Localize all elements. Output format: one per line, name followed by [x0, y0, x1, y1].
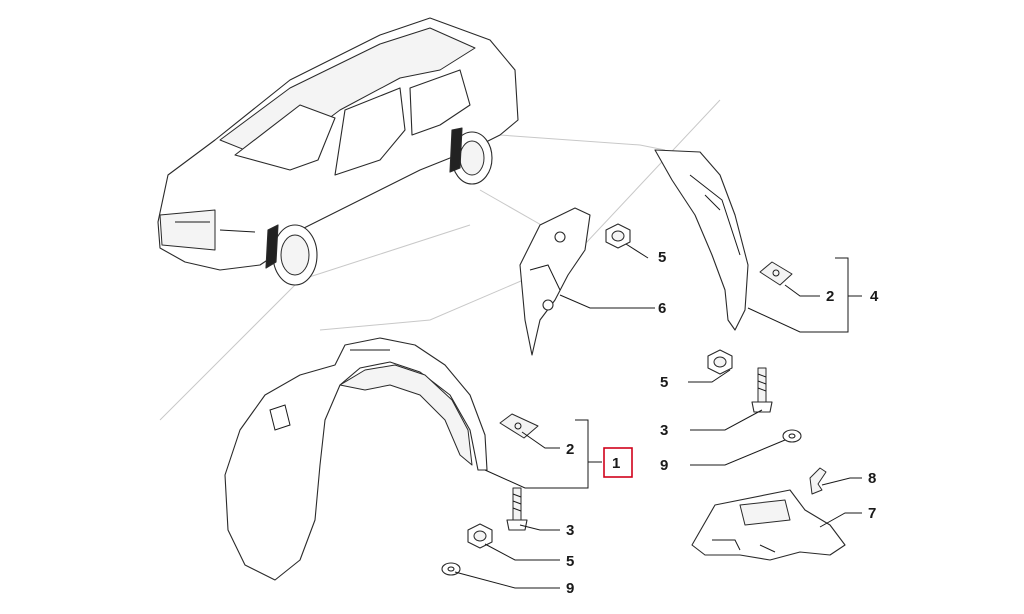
callout-5b: 5: [660, 374, 668, 391]
car-illustration: [157, 17, 519, 286]
flange-nut-5a: [605, 223, 631, 249]
washer-9a: [782, 429, 802, 443]
splash-shield-part: [691, 489, 846, 561]
washer-9b: [441, 562, 461, 576]
rear-deflector-part: [519, 207, 591, 356]
callout-8: 8: [868, 470, 876, 487]
highlight-box: [603, 447, 633, 478]
callout-3a: 3: [660, 422, 668, 439]
rear-arch-liner-part: [654, 149, 749, 331]
callout-3b: 3: [566, 522, 574, 539]
flange-nut-5b: [707, 349, 733, 375]
callout-5c: 5: [566, 553, 574, 570]
callout-5a: 5: [658, 249, 666, 266]
callout-4: 4: [870, 288, 879, 305]
callout-7: 7: [868, 505, 876, 522]
callout-2b: 2: [566, 441, 574, 458]
front-wheel-arch-liner-part: [224, 337, 488, 581]
screw-3a: [751, 367, 773, 413]
screw-3b: [506, 487, 528, 531]
callout-9b: 9: [566, 580, 574, 597]
clip-nut-2a: [759, 261, 793, 286]
callout-1: 1: [612, 455, 620, 472]
push-pin-8: [809, 467, 827, 495]
leader-lines: [454, 243, 862, 589]
guide-lines: [159, 99, 721, 421]
callout-9a: 9: [660, 457, 668, 474]
callout-6: 6: [658, 300, 666, 317]
callout-2a: 2: [826, 288, 834, 305]
flange-nut-5c: [467, 523, 493, 549]
clip-nut-2b: [499, 413, 539, 439]
